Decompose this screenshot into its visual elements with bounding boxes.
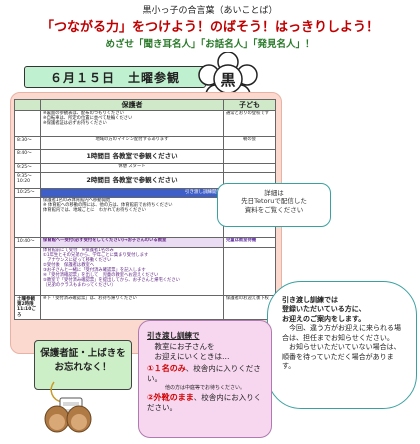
- table-row: 8:40〜 1時間目 各教室で参観ください: [14, 149, 276, 165]
- row-guardian: 体育館前にて受付 ※保護者1名のみ ①1年生とその兄弟から、学年ごとに集まり受付…: [40, 247, 224, 297]
- row-time: [14, 197, 41, 239]
- detail-callout: 詳細は 先日Tetoruで配信した 資料をご覧ください: [217, 183, 331, 227]
- row-child: 朝の会: [223, 136, 276, 151]
- row-child: [223, 247, 276, 297]
- child-header: 子ども: [223, 98, 276, 112]
- motto-goal: めざせ「聞き耳名人」「お話名人」「発見名人」！: [105, 39, 315, 50]
- table-row: 体育館前にて受付 ※保護者1名のみ ①1年生とその兄弟から、学年ごとに集まり受付…: [14, 247, 276, 297]
- motto-caption: 黒小っ子の合言葉（あいことば）: [142, 6, 278, 16]
- pickup-line: お迎えのご案内をします。: [282, 314, 366, 323]
- pink-item-2-text: 、校舎内にお入りください。: [147, 392, 262, 413]
- reminder-notice: 保護者証・上ばきを お忘れなく！: [34, 340, 132, 390]
- row-child: 児童は教室待機: [223, 237, 276, 249]
- row-time: [14, 247, 41, 297]
- row-guardian: 地域の方のマイシン配付するあります: [40, 136, 224, 151]
- table-row: 9:35〜 10:20 2時間目 各教室で参観ください: [14, 172, 276, 190]
- detail-line: 詳細は: [264, 189, 284, 197]
- row-guardian: 休憩 スタート: [40, 163, 224, 174]
- time-header: [14, 98, 41, 112]
- row-time: [14, 110, 41, 138]
- detail-line: 資料をご覧ください: [244, 205, 304, 214]
- pickup-line: 今回、違う方がお迎えに来られる場合は、担任までお知らせください。: [282, 324, 401, 342]
- pickup-line: 登録いただいている方に、: [282, 305, 366, 314]
- row-time: 10:25〜: [14, 188, 41, 199]
- row-guardian: ※下「受付済み確認票」は、お持ち帰りください: [40, 295, 224, 320]
- pink-small-note: 他の方は中庭等でお待ちください。: [164, 384, 245, 391]
- table-row: 10:40〜 保育館へ一受付(必ず受付をしてください)→お子さんのいる教室 児童…: [14, 237, 276, 249]
- row-time: 9:35〜 10:20: [14, 172, 41, 190]
- pink-item-2-red: ②外靴のまま: [147, 392, 194, 402]
- reminder-line: お忘れなく！: [54, 362, 112, 374]
- reminder-line: 保護者証・上ばきを: [40, 348, 126, 359]
- pink-title: 引き渡し訓練で: [147, 331, 200, 340]
- pink-item-1: ①１名のみ、校舎内に入りください。: [147, 363, 263, 385]
- table-header-row: 保護者 子ども: [14, 98, 276, 112]
- row-child: 通常どおりの登校です: [223, 110, 276, 138]
- table-row: 9:25〜 休憩 スタート: [14, 163, 276, 174]
- row-guardian: 2時間目 各教室で参観ください: [40, 172, 224, 190]
- pink-line: お迎えにいくときは…: [154, 352, 230, 361]
- table-row: 土曜参観 第2時限 11:10ごろ ※下「受付済み確認票」は、お持ち帰りください…: [14, 295, 276, 320]
- pink-item-1-text: 、校舎内に入りください。: [147, 363, 261, 384]
- row-guardian: 保護者1名のみ体育館内へ移動開始 ※ 体育館への移動の際には、他の方は、体育館前…: [40, 197, 224, 239]
- row-child: [223, 163, 276, 174]
- pink-item-1-red: ①１名のみ: [147, 363, 186, 373]
- date-banner: ６月１５日 土曜参観: [24, 66, 206, 88]
- guardian-header: 保護者: [40, 98, 224, 112]
- logo-character: 黒: [220, 71, 235, 89]
- row-time: 9:25〜: [14, 163, 41, 174]
- pickup-note-callout: 引き渡し訓練では 登録いただいている方に、 お迎えのご案内をします。 今回、違う…: [267, 281, 417, 409]
- row-time: 8:30〜: [14, 136, 41, 151]
- row-child: [223, 149, 276, 165]
- pickup-title: 引き渡し訓練では: [282, 296, 338, 304]
- table-row: ※裏面の参観表は、配布のつもりください ※自転車は、所定の位置に並べて駐輪くださ…: [14, 110, 276, 138]
- pink-line: 教室にお子さんを: [154, 341, 215, 351]
- row-guardian: 1時間目 各教室で参観ください: [40, 149, 224, 165]
- row-guardian: ※裏面の参観表は、配布のつもりください ※自転車は、所定の位置に並べて駐輪くださ…: [40, 110, 224, 138]
- row-guardian: 保育館へ一受付(必ず受付をしてください)→お子さんのいる教室: [40, 237, 224, 249]
- row-time: 10:40〜: [14, 237, 41, 249]
- motto-headline: 「つながる力」をつけよう！のばそう！はっきりしよう！: [40, 20, 379, 35]
- table-row: 8:30〜 地域の方のマイシン配付するあります 朝の会: [14, 136, 276, 151]
- indoor-shoes-icon: [44, 405, 92, 433]
- detail-line: 先日Tetoruで配信した: [241, 197, 307, 206]
- pink-item-2: ②外靴のまま、校舎内にお入りください。: [147, 392, 263, 414]
- classroom-pickup-callout: 引き渡し訓練で 教室にお子さんを お迎えにいくときは… ①１名のみ、校舎内に入り…: [138, 320, 272, 438]
- row-time: 土曜参観 第2時限 11:10ごろ: [14, 295, 41, 320]
- pickup-line: お知らせいただいていない場合は、順番を待っていただく場合があります。: [282, 343, 401, 371]
- row-guardian: 引き渡し訓練開始: [40, 188, 224, 199]
- row-time: 8:40〜: [14, 149, 41, 165]
